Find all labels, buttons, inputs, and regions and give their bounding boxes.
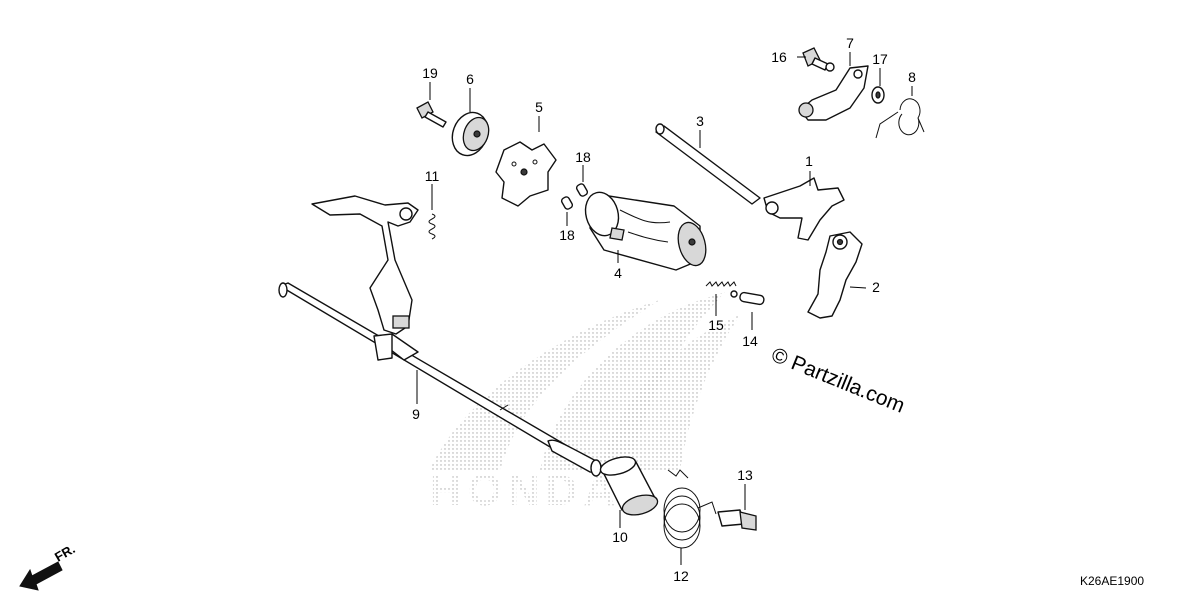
callout-5: 5 bbox=[535, 99, 543, 115]
leader-lines bbox=[416, 52, 913, 565]
washer-cap-icon[interactable] bbox=[447, 108, 494, 161]
coil-spring-icon[interactable] bbox=[705, 281, 738, 298]
gearshift-fork-icon-2[interactable] bbox=[807, 231, 863, 319]
dowel-pin-icon-2[interactable] bbox=[560, 196, 574, 210]
callout-14: 14 bbox=[742, 333, 758, 349]
callout-1: 1 bbox=[805, 153, 813, 169]
bolt-icon[interactable] bbox=[416, 101, 447, 128]
small-spring-icon[interactable] bbox=[428, 213, 436, 240]
watermark-text: © Partzilla.com bbox=[768, 343, 908, 417]
callout-6: 6 bbox=[466, 71, 474, 87]
drum-center-plate-icon[interactable] bbox=[495, 141, 557, 207]
stopper-arm-icon[interactable] bbox=[798, 65, 869, 121]
shift-drum-icon[interactable] bbox=[581, 189, 710, 271]
callout-19: 19 bbox=[422, 65, 438, 81]
background-logo-text: HONDA bbox=[430, 466, 621, 515]
callout-2: 2 bbox=[872, 279, 880, 295]
callout-18a: 18 bbox=[575, 149, 591, 165]
washer-icon[interactable] bbox=[871, 86, 885, 104]
gearshift-fork-icon[interactable] bbox=[763, 177, 845, 241]
collar-icon[interactable] bbox=[599, 454, 660, 519]
pin-icon[interactable] bbox=[739, 291, 765, 306]
callout-9: 9 bbox=[412, 406, 420, 422]
callout-15: 15 bbox=[708, 317, 724, 333]
background-honda-logo: HONDA bbox=[430, 292, 740, 515]
callout-16: 16 bbox=[771, 49, 787, 65]
return-spring-icon[interactable] bbox=[663, 469, 717, 549]
gearshift-spindle-icon[interactable] bbox=[278, 282, 602, 477]
callout-11: 11 bbox=[425, 168, 440, 184]
fork-shaft-icon[interactable] bbox=[655, 123, 761, 205]
torsion-spring-icon[interactable] bbox=[875, 98, 925, 139]
bolt-icon-2[interactable] bbox=[802, 47, 835, 72]
dowel-pin-icon[interactable] bbox=[575, 183, 589, 197]
callout-13: 13 bbox=[737, 467, 753, 483]
front-direction-label: FR. bbox=[52, 541, 78, 564]
callout-17: 17 bbox=[872, 51, 888, 67]
shift-arm-icon[interactable] bbox=[311, 195, 419, 361]
callout-18b: 18 bbox=[559, 227, 575, 243]
callout-8: 8 bbox=[908, 69, 916, 85]
diagram-code: K26AE1900 bbox=[1080, 574, 1144, 588]
callout-4: 4 bbox=[614, 265, 622, 281]
front-direction-arrow-icon bbox=[19, 561, 63, 591]
callout-12: 12 bbox=[673, 568, 689, 584]
callout-10: 10 bbox=[612, 529, 628, 545]
callout-7: 7 bbox=[846, 35, 854, 51]
callout-3: 3 bbox=[696, 113, 704, 129]
pin-bolt-icon[interactable] bbox=[717, 509, 757, 531]
